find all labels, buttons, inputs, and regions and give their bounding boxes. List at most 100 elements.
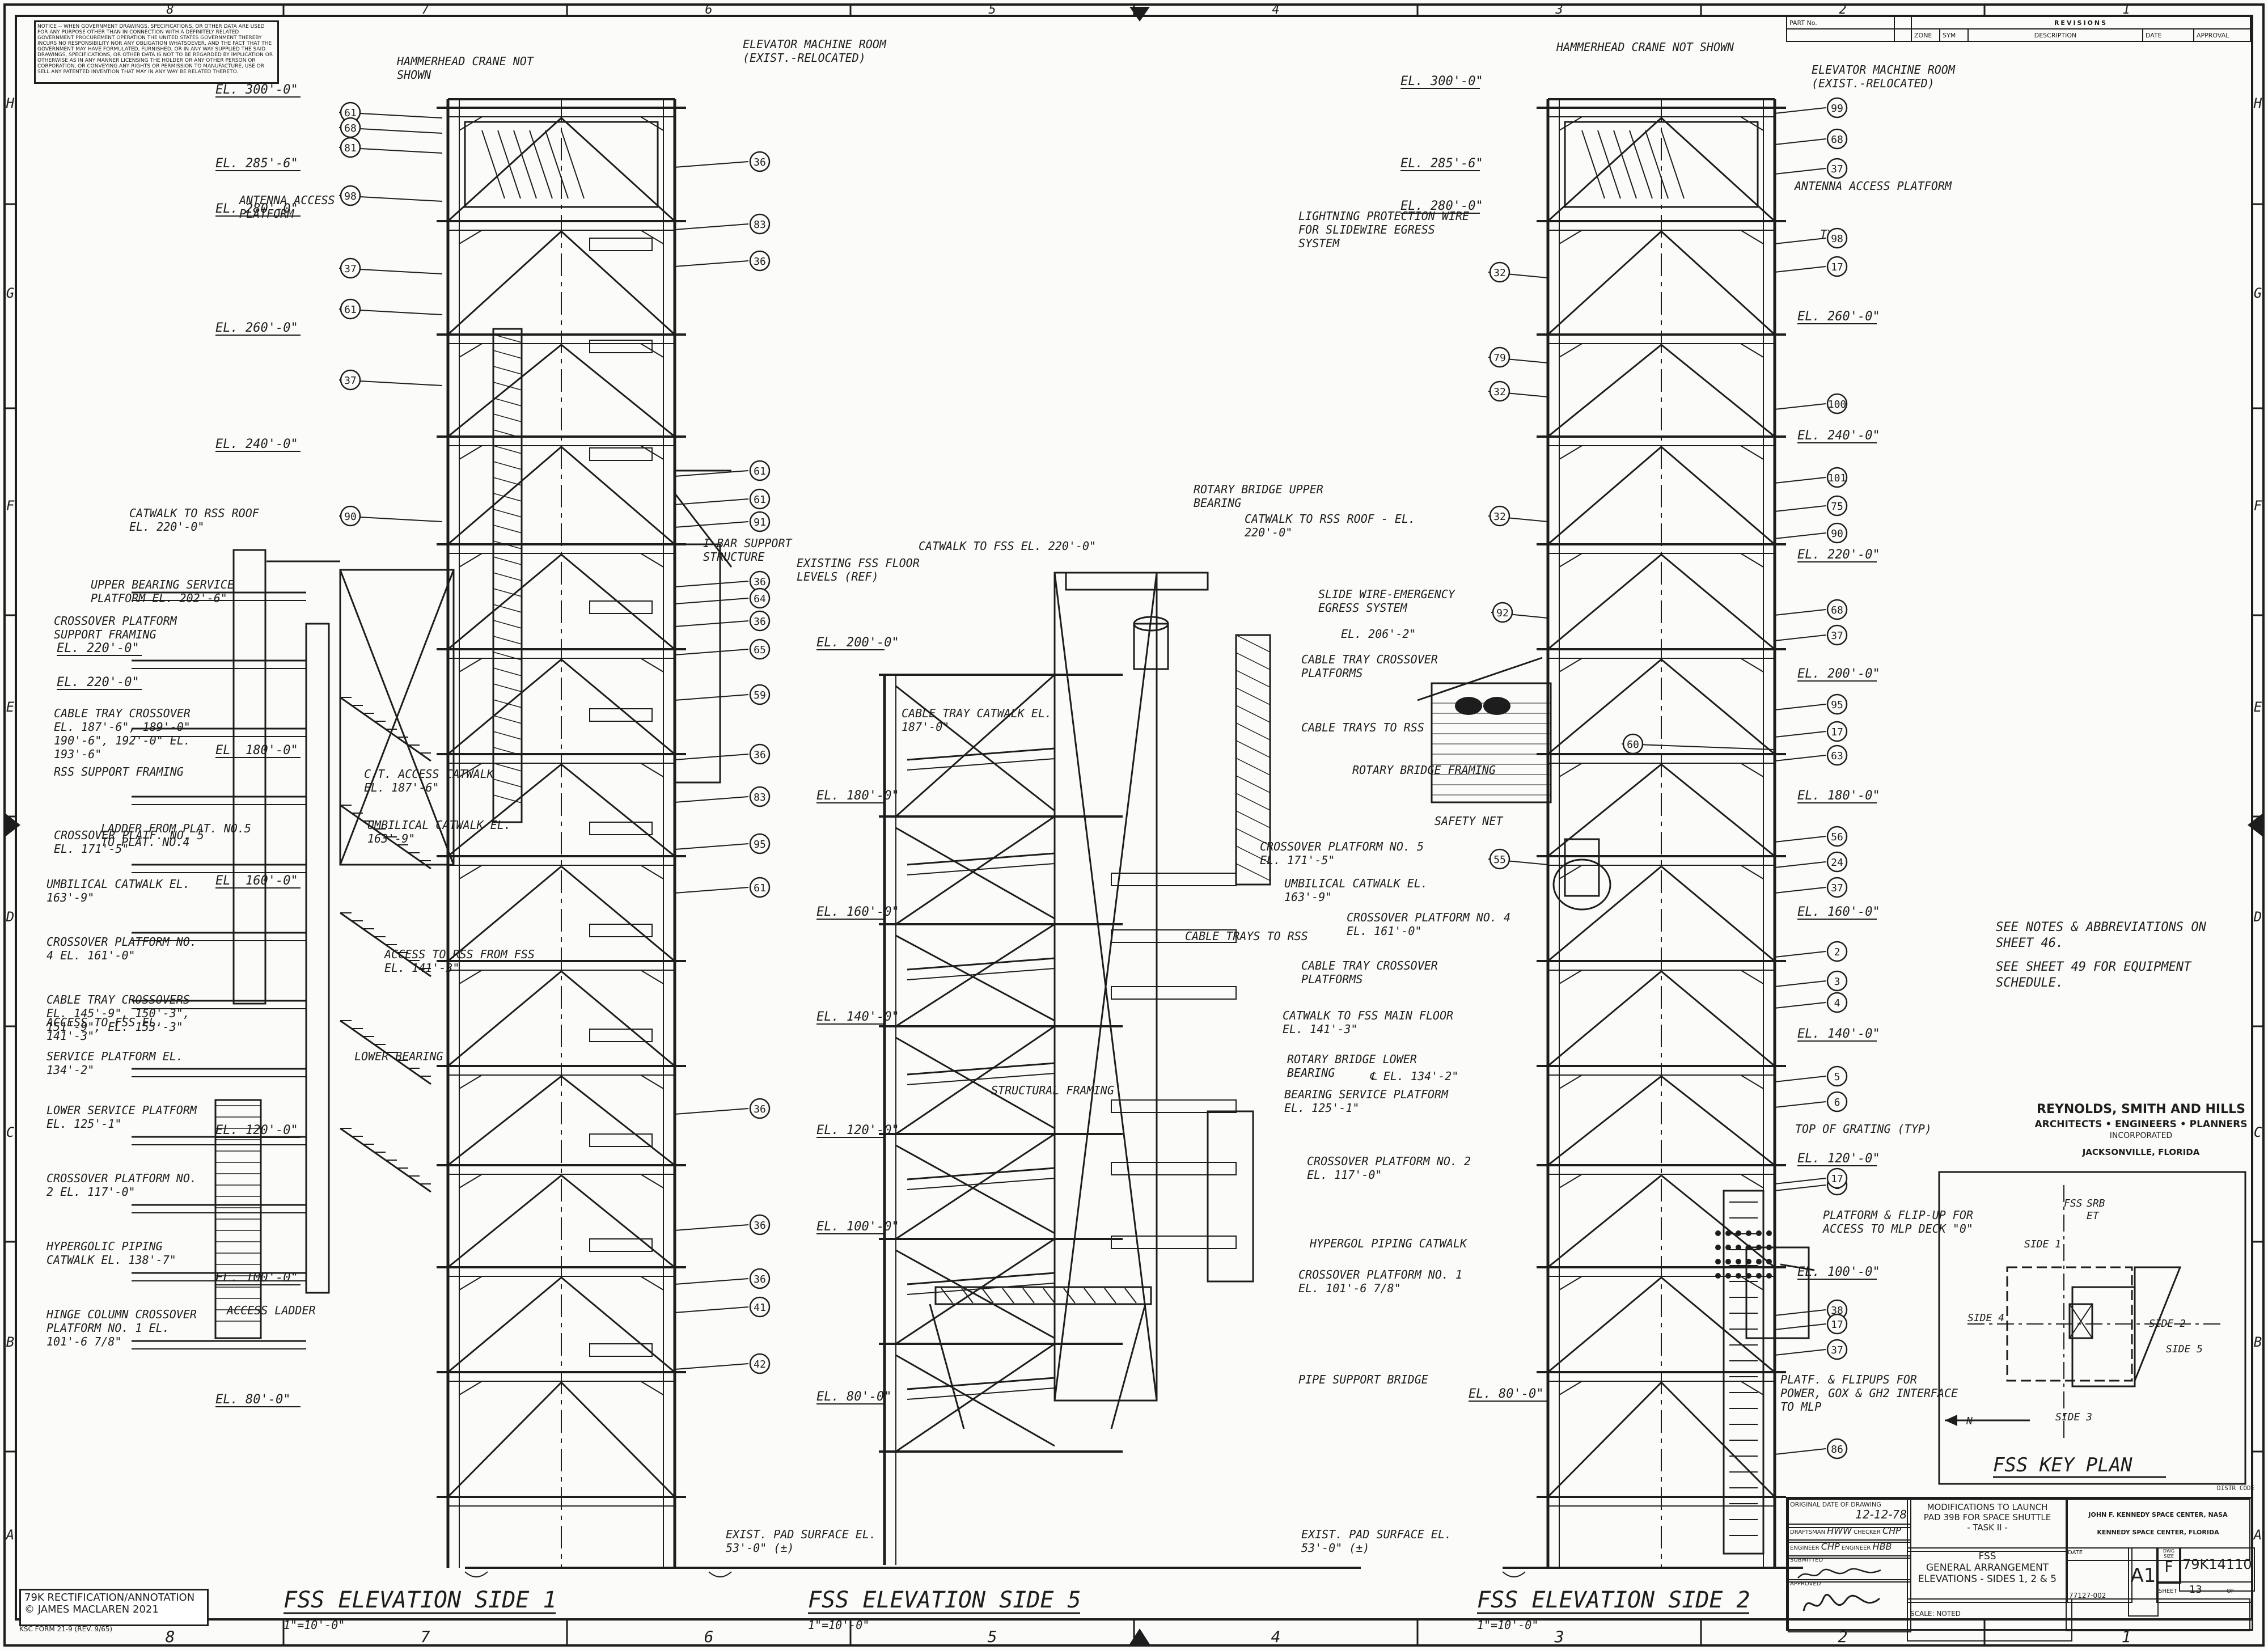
key-plan-frame [1938, 1171, 2246, 1485]
row-label: A [5, 1527, 14, 1543]
elevation-label-left: EL. 160'-0" [215, 874, 298, 888]
interface-connector [1725, 1245, 1731, 1250]
diagonal-brace [447, 1276, 562, 1373]
bubble-leader [674, 843, 749, 850]
column-label: 5 [988, 3, 996, 17]
stair-lattice [493, 715, 522, 724]
catwalk-rail [907, 852, 1055, 866]
diagonal-brace [1660, 117, 1776, 222]
bridge-lattice [1063, 1288, 1076, 1304]
diagonal-brace [1661, 1174, 1775, 1268]
gusset [1559, 230, 1582, 244]
callout-bubble [340, 298, 361, 320]
callout-bubble-number: 98 [1831, 233, 1843, 245]
callout-bubble-number: 37 [1831, 630, 1843, 642]
callout-bubble-number: 6 [1834, 1097, 1840, 1109]
revisions-block: PART No. REVISIONS ZONE SYM DESCRIPTION … [1786, 16, 2251, 57]
gusset [1740, 970, 1764, 984]
callout-bubble-number: 36 [754, 1274, 766, 1285]
row-label: H [2253, 95, 2262, 111]
callout-bubble-number: 36 [754, 156, 766, 168]
bubble-leader [674, 620, 749, 627]
gusset [640, 1381, 664, 1395]
gusset [1740, 1381, 1764, 1395]
catwalk-rail [907, 957, 1055, 971]
elevation-side-2 [1417, 98, 1815, 1568]
elevation-label-mid: EL. 160'-0" [816, 905, 899, 919]
stair-lattice [493, 779, 522, 788]
tb-draftsman: HWW [1827, 1525, 1852, 1536]
diagonal-brace [561, 970, 675, 1067]
elevation-side-5 [879, 572, 1271, 1565]
column-label: 8 [166, 1627, 175, 1646]
machine-room-hatch [561, 130, 585, 199]
interface-connector [1736, 1273, 1741, 1279]
interface-connector [1715, 1230, 1721, 1236]
elevation-label-right: EL. 180'-0" [1797, 789, 1880, 803]
tb-contract: 77127-002 [2069, 1592, 2106, 1600]
catwalk-rail [907, 1062, 1055, 1076]
stair-lattice [493, 350, 522, 359]
key-plan-label: N [1966, 1415, 1973, 1427]
diagonal-brace [560, 1381, 676, 1498]
gusset [459, 445, 483, 460]
callout-bubble-number: 68 [1831, 604, 1843, 616]
stair-lattice [493, 588, 522, 597]
elevation-label-right: EL. 280'-0" [1400, 199, 1483, 213]
bubble-leader [1774, 1002, 1826, 1009]
callout-bubble [340, 137, 361, 158]
diagonal-brace [1547, 446, 1662, 545]
callout-bubble-number: 59 [754, 689, 766, 701]
equipment-platform [589, 708, 653, 722]
callout-bubble-number: 91 [754, 517, 766, 528]
stair-stringer [340, 696, 431, 762]
stair-lattice [493, 636, 522, 645]
bubble-leader [1774, 107, 1826, 114]
bridge-lattice [1084, 1288, 1096, 1304]
callout-bubble [1826, 1167, 1848, 1189]
row-label: F [6, 498, 15, 514]
bubble-leader [1774, 609, 1826, 616]
gusset [459, 553, 483, 568]
callout-left: ELEVATOR MACHINE ROOM(EXIST.-RELOCATED) [743, 37, 887, 65]
interface-connector [1746, 1230, 1751, 1236]
callout-left: CROSSOVER PLATFORM NO.4 EL. 161'-0" [46, 935, 197, 962]
stair-lattice [493, 747, 522, 756]
elevation-label-left: EL. 285'-6" [215, 156, 298, 171]
center-mark-right [2248, 814, 2262, 836]
crossover-platform [1111, 1236, 1237, 1249]
callout-bubble-number: 56 [1831, 831, 1843, 843]
callout-bubble [340, 185, 361, 206]
row-label: E [2254, 699, 2262, 715]
interface-connector [1725, 1273, 1731, 1279]
elevation-label-mid: EL. 200'-0" [816, 636, 899, 650]
callout-bubble [749, 460, 771, 481]
callout-bubble-number: 79 [1493, 352, 1506, 364]
column-label: 3 [1554, 1627, 1564, 1646]
callout-bubble-number: 100 [1828, 399, 1847, 411]
fss-footprint [2071, 1286, 2136, 1387]
gusset [1559, 865, 1582, 879]
bubble-leader [674, 649, 749, 655]
gusset [459, 1381, 483, 1395]
diagonal-brace [447, 553, 562, 650]
bubble-leader [674, 1108, 749, 1115]
callout-bubble-number: 92 [1496, 607, 1509, 619]
gusset [640, 1074, 664, 1089]
machine-room-hatch [545, 130, 569, 199]
callout-mid: EXIST. PAD SURFACE EL.53'-0" (±) [1301, 1528, 1452, 1555]
side5-brace [895, 1025, 1055, 1135]
diagonal-brace [1547, 763, 1662, 857]
crossover-platform [1111, 1099, 1237, 1113]
rev-col-approval: APPROVAL [2193, 28, 2251, 42]
interface-connector [1725, 1259, 1731, 1264]
catwalk-rail [907, 1272, 1055, 1285]
crossover-platform [1111, 986, 1237, 1000]
stair-lattice [493, 445, 522, 454]
row-label: C [2254, 1124, 2262, 1140]
machine-room-hatch [497, 130, 521, 199]
callout-left: UMBILICAL CATWALK EL.163'-9" [46, 877, 190, 904]
